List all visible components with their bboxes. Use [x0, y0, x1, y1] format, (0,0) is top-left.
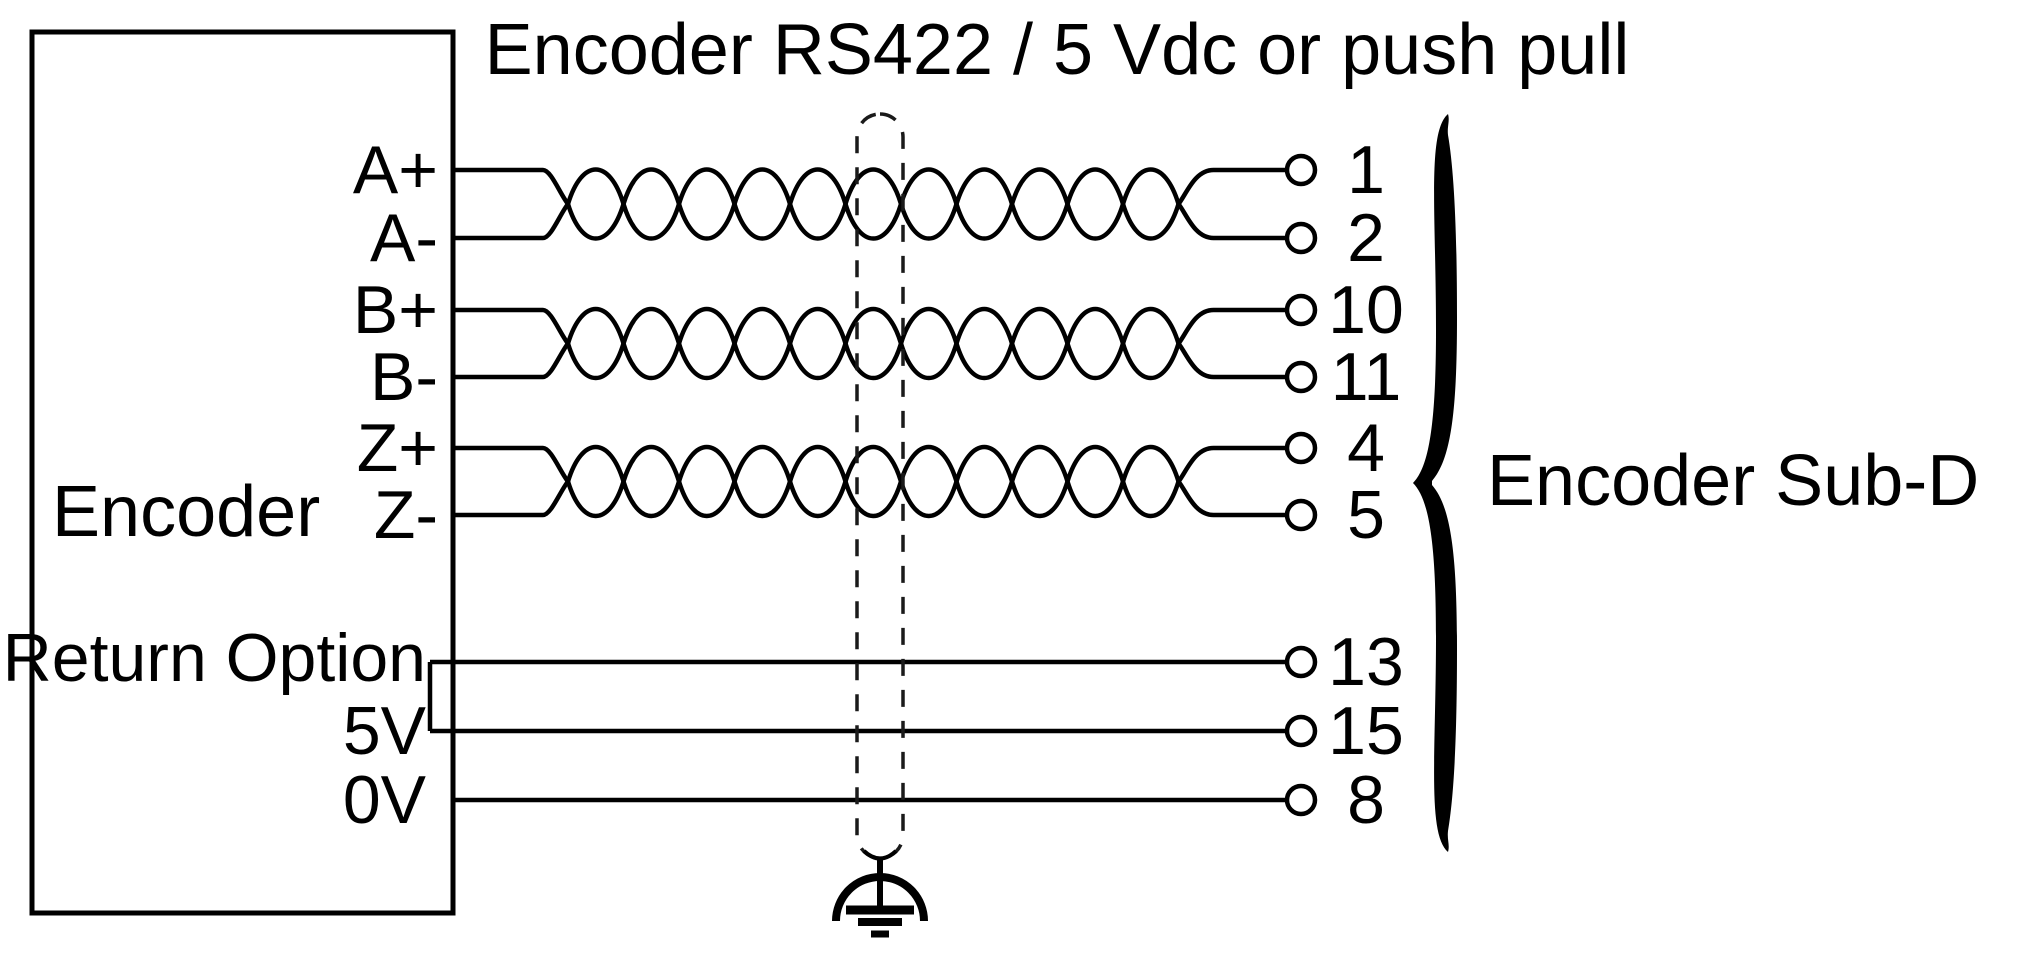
signal-label-b-plus: B+: [353, 272, 438, 348]
connector-label: Encoder Sub-D: [1487, 441, 1979, 521]
pin-number-11: 11: [1331, 339, 1402, 415]
signal-label-z-plus: Z+: [357, 410, 438, 486]
terminal-pin-5: [1284, 498, 1318, 532]
pin-number-10: 10: [1328, 272, 1404, 348]
pin-number-1: 1: [1347, 132, 1385, 208]
terminal-pin-10: [1284, 293, 1318, 327]
pin-number-4: 4: [1347, 410, 1385, 486]
diagram-title: Encoder RS422 / 5 Vdc or push pull: [485, 10, 1630, 90]
earth-ground-icon: [832, 849, 928, 938]
signal-label-0v: 0V: [343, 762, 427, 838]
wire-a-plus: [453, 167, 1287, 241]
encoder-box: [29, 29, 456, 916]
terminal-pin-15: [1284, 714, 1318, 748]
wire-z-plus: [453, 444, 1287, 519]
signal-label-b-minus: B-: [370, 339, 438, 415]
shield-boundary: [855, 112, 905, 860]
signal-label-z-minus: Z-: [374, 477, 438, 553]
terminal-pin-2: [1284, 221, 1318, 255]
encoder-box-label: Encoder: [52, 472, 320, 552]
pin-number-8: 8: [1347, 762, 1385, 838]
wire-b-plus: [453, 306, 1287, 381]
wire-b-minus: [453, 306, 1287, 381]
terminal-pin-4: [1284, 431, 1318, 465]
signal-label-5v: 5V: [343, 693, 427, 769]
signal-label-a-plus: A+: [353, 132, 438, 208]
terminal-pin-8: [1284, 783, 1318, 817]
pin-number-13: 13: [1328, 624, 1404, 700]
pin-number-5: 5: [1347, 477, 1385, 553]
pin-number-15: 15: [1328, 693, 1404, 769]
pin-number-2: 2: [1347, 200, 1385, 276]
sub-d-brace: [1413, 114, 1457, 852]
terminal-pin-11: [1284, 360, 1318, 394]
wire-a-minus: [453, 167, 1287, 241]
terminal-pin-1: [1284, 153, 1318, 187]
signal-label-a-minus: A-: [370, 200, 438, 276]
wire-z-minus: [453, 444, 1287, 519]
signal-label-return-option: Return Option: [3, 620, 426, 696]
terminal-pin-13: [1284, 645, 1318, 679]
